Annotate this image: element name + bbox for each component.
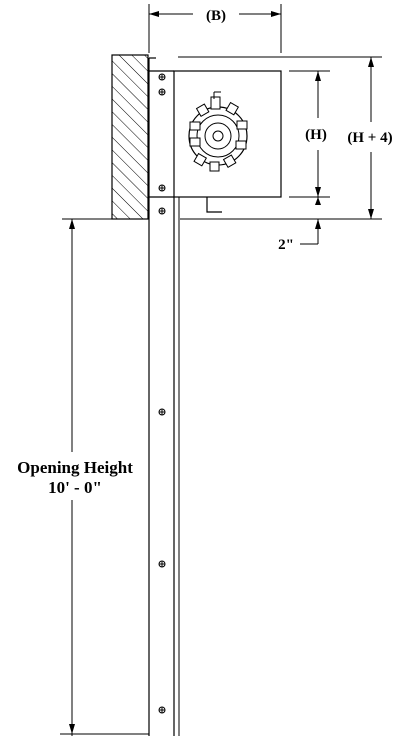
width-dimension: (B) bbox=[148, 4, 282, 53]
opening-height-dimension: Opening Height 10' - 0" bbox=[17, 218, 149, 736]
fastener-icon bbox=[158, 207, 166, 215]
total-height-dim-label: (H + 4) bbox=[347, 130, 392, 146]
top-extension-lines bbox=[178, 56, 382, 220]
fastener-icon bbox=[158, 184, 166, 192]
opening-height-title: Opening Height bbox=[17, 458, 133, 477]
fastener-icon bbox=[158, 706, 166, 714]
clearance-dimension: 2" bbox=[278, 197, 321, 253]
wall-header-hatch bbox=[111, 54, 149, 220]
guide-rails bbox=[148, 57, 180, 736]
height-dimension: (H) bbox=[305, 71, 327, 197]
width-dim-label: (B) bbox=[206, 8, 226, 24]
fastener-symbols bbox=[158, 73, 166, 714]
clearance-dim-label: 2" bbox=[278, 237, 294, 253]
total-height-dimension: (H + 4) bbox=[347, 57, 393, 219]
fastener-icon bbox=[158, 88, 166, 96]
coil-axle-assembly bbox=[188, 91, 248, 172]
height-dim-label: (H) bbox=[305, 127, 327, 143]
fastener-icon bbox=[158, 560, 166, 568]
fastener-icon bbox=[158, 73, 166, 81]
fastener-icon bbox=[158, 408, 166, 416]
coil-hood-box bbox=[149, 70, 282, 213]
opening-height-value: 10' - 0" bbox=[48, 478, 102, 497]
